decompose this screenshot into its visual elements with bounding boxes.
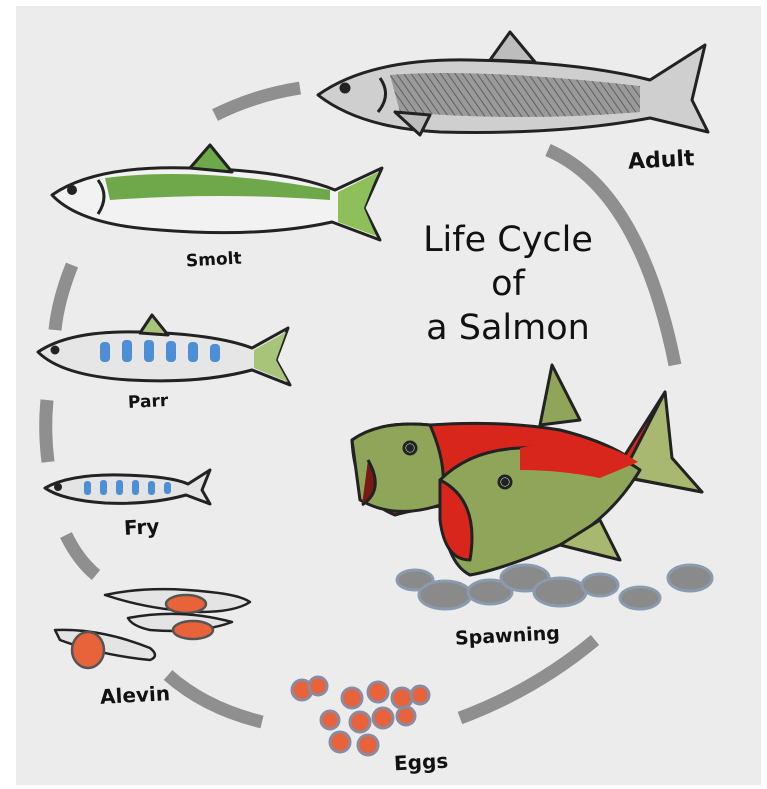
title-line-2: of <box>378 262 638 306</box>
cycle-arc-left-2 <box>46 400 48 462</box>
title-line-3: a Salmon <box>378 306 638 350</box>
label-fry: Fry <box>123 514 160 540</box>
label-smolt: Smolt <box>186 249 243 272</box>
title-line-1: Life Cycle <box>378 218 638 262</box>
diagram-title: Life Cycle of a Salmon <box>378 218 638 350</box>
label-eggs: Eggs <box>393 749 448 776</box>
label-adult: Adult <box>627 146 695 174</box>
label-parr: Parr <box>128 391 169 413</box>
label-alevin: Alevin <box>99 681 170 709</box>
